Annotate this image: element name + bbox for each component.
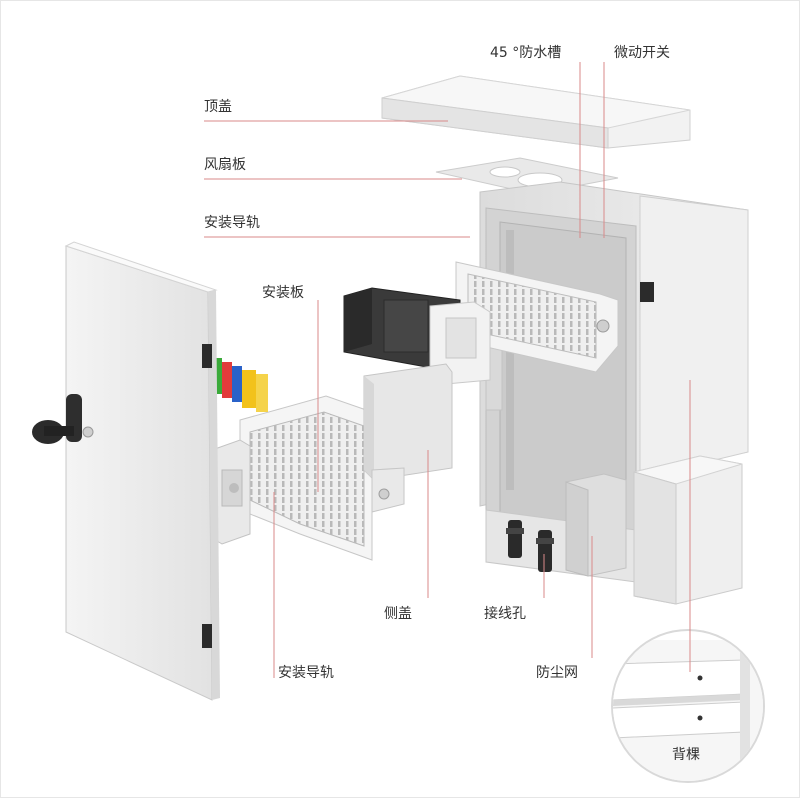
label-side-cover: 侧盖	[384, 606, 412, 622]
leader-lines	[204, 62, 691, 678]
label-waterproof-slot: 45 °防水槽	[490, 45, 562, 61]
label-back-bracket: 背棵	[672, 747, 700, 763]
lower-rail-bracket	[211, 439, 251, 545]
dust-filter	[565, 473, 627, 577]
door-handle-icon	[32, 394, 94, 444]
upper-mount-tray	[455, 261, 619, 373]
terminal-blocks	[212, 358, 268, 412]
top-cover	[381, 75, 691, 149]
mount-plate	[239, 395, 373, 561]
electrical-modules	[343, 287, 491, 385]
label-mount-plate: 安装板	[262, 285, 304, 301]
back-bracket-callout	[611, 629, 765, 783]
side-cover	[363, 363, 453, 513]
label-wiring-hole: 接线孔	[484, 606, 526, 622]
back-panel	[632, 455, 743, 605]
label-top-cover: 顶盖	[204, 99, 232, 115]
label-fan-plate: 风扇板	[204, 157, 246, 173]
label-dust-filter: 防尘网	[536, 665, 578, 681]
label-micro-switch: 微动开关	[614, 45, 670, 61]
label-mount-rail-top: 安装导轨	[204, 215, 260, 231]
label-mount-rail-bottom: 安装导轨	[278, 665, 334, 681]
door	[64, 241, 220, 701]
wiring-glands	[506, 520, 554, 572]
